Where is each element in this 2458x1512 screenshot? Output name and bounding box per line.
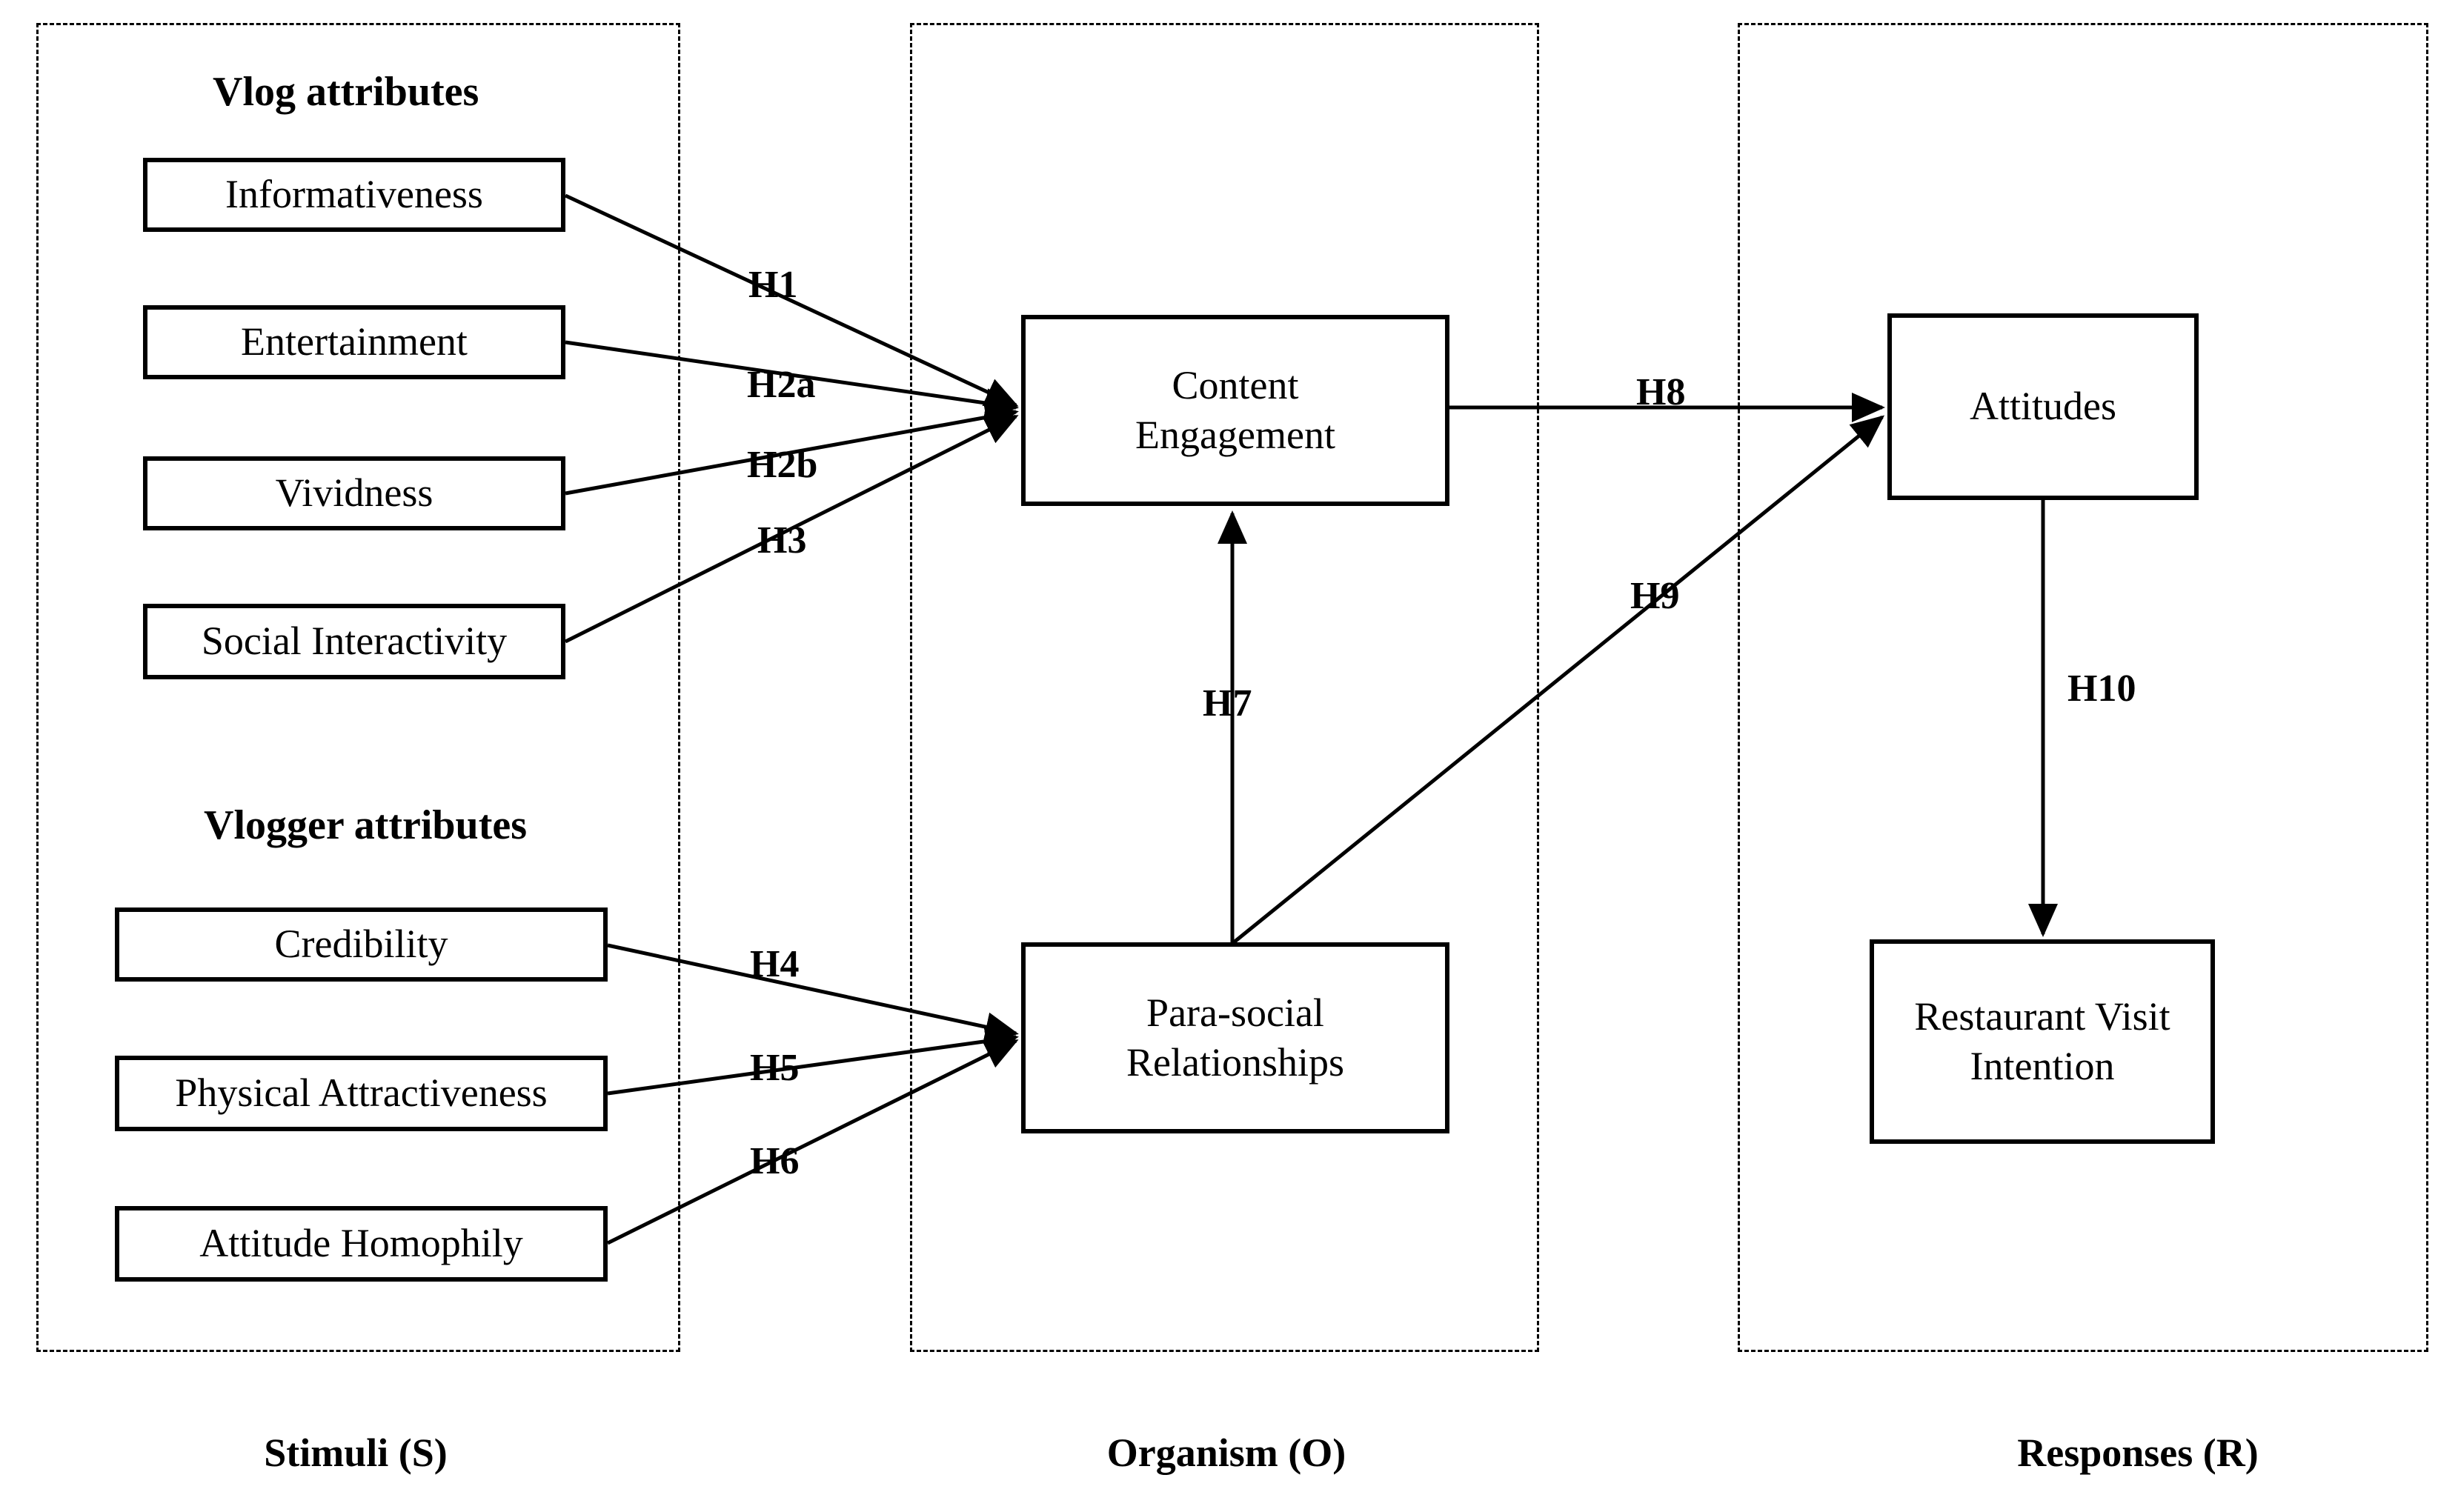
- construct-box-attitude-homophily[interactable]: Attitude Homophily: [115, 1206, 608, 1282]
- restaurant-visit-line-1: Restaurant Visit: [1914, 993, 2170, 1039]
- hypothesis-label-h7: H7: [1203, 682, 1252, 725]
- construct-box-parasocial-relationships[interactable]: Para-social Relationships: [1021, 942, 1449, 1133]
- hypothesis-label-h2b: H2b: [747, 444, 818, 486]
- construct-box-social-interactivity[interactable]: Social Interactivity: [143, 604, 565, 679]
- construct-box-content-engagement[interactable]: Content Engagement: [1021, 315, 1449, 506]
- restaurant-visit-line-2: Intention: [1970, 1044, 2115, 1088]
- content-engagement-line-1: Content: [1172, 362, 1299, 407]
- construct-box-informativeness[interactable]: Informativeness: [143, 158, 565, 232]
- hypothesis-label-h8: H8: [1636, 371, 1686, 413]
- hypothesis-label-h3: H3: [757, 519, 807, 562]
- hypothesis-label-h5: H5: [750, 1047, 800, 1089]
- hypothesis-label-h6: H6: [750, 1140, 800, 1182]
- hypothesis-label-h4: H4: [750, 943, 800, 985]
- construct-box-credibility[interactable]: Credibility: [115, 907, 608, 982]
- construct-box-entertainment[interactable]: Entertainment: [143, 305, 565, 379]
- group-heading-vlogger-attributes: Vlogger attributes: [204, 802, 527, 848]
- panel-stimuli: [36, 23, 680, 1352]
- content-engagement-line-2: Engagement: [1135, 413, 1335, 457]
- hypothesis-label-h1: H1: [748, 264, 798, 306]
- construct-box-restaurant-visit-intention[interactable]: Restaurant Visit Intention: [1870, 939, 2215, 1144]
- caption-stimuli: Stimuli (S): [264, 1431, 448, 1475]
- construct-box-vividness[interactable]: Vividness: [143, 456, 565, 530]
- parasocial-line-2: Relationships: [1126, 1040, 1344, 1085]
- hypothesis-label-h10: H10: [2067, 667, 2136, 710]
- construct-box-physical-attractiveness[interactable]: Physical Attractiveness: [115, 1056, 608, 1131]
- construct-box-attitudes[interactable]: Attitudes: [1887, 313, 2199, 500]
- parasocial-line-1: Para-social: [1146, 990, 1324, 1035]
- caption-organism: Organism (O): [1106, 1431, 1346, 1475]
- group-heading-vlog-attributes: Vlog attributes: [213, 69, 479, 115]
- hypothesis-label-h9: H9: [1630, 575, 1680, 617]
- caption-responses: Responses (R): [2017, 1431, 2259, 1475]
- hypothesis-label-h2a: H2a: [747, 364, 816, 406]
